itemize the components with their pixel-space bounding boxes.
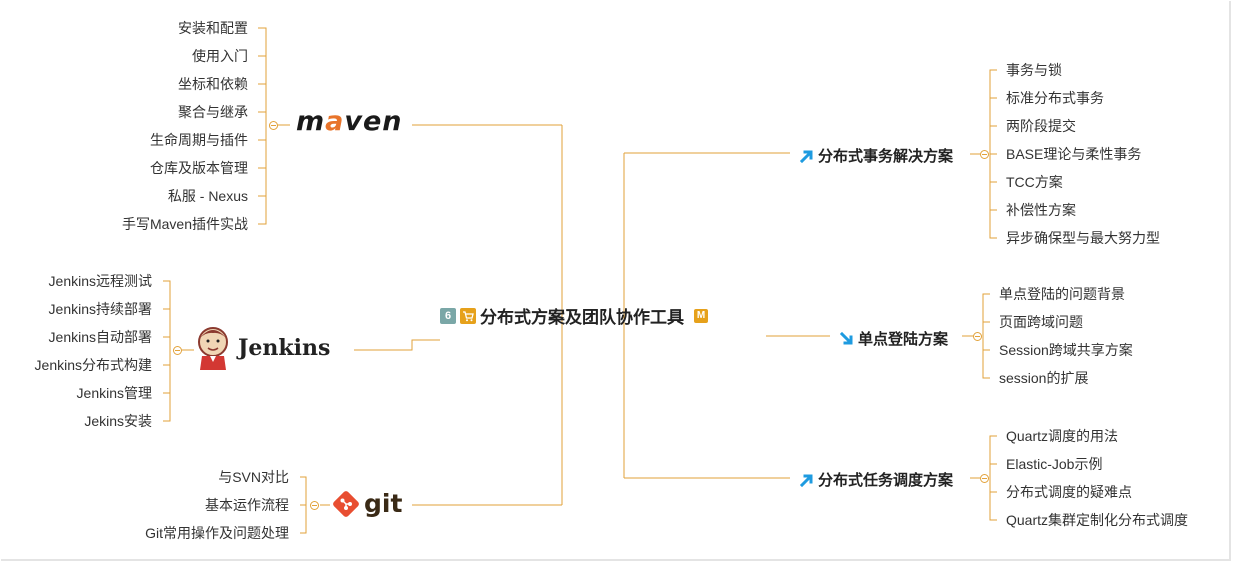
sched-collapse-icon[interactable] — [980, 474, 989, 483]
sched-item[interactable]: Elastic-Job示例 — [1006, 456, 1103, 472]
git-logo-text: git — [364, 489, 403, 518]
jenkins-item[interactable]: Jenkins远程测试 — [48, 273, 152, 289]
jenkins-butler-icon — [198, 327, 228, 370]
jenkins-item[interactable]: Jekins安装 — [84, 413, 152, 429]
maven-logo[interactable]: maven — [296, 106, 403, 137]
sched-item[interactable]: 分布式调度的疑难点 — [1006, 484, 1132, 500]
arrow-up-right-icon — [800, 150, 813, 163]
maven-logo-accent: a — [325, 106, 345, 137]
arrow-up-right-icon — [800, 474, 813, 487]
maven-item[interactable]: 手写Maven插件实战 — [121, 216, 248, 232]
center-topic[interactable]: 6 分布式方案及团队协作工具 M — [440, 303, 708, 328]
sched-title: 分布式任务调度方案 — [818, 472, 954, 489]
tx-item[interactable]: 标准分布式事务 — [1006, 90, 1104, 106]
number-badge-icon: 6 — [440, 307, 456, 324]
git-logo[interactable]: git — [332, 489, 402, 518]
sched-topic[interactable]: 分布式任务调度方案 — [800, 469, 953, 490]
tx-title: 分布式事务解决方案 — [818, 148, 954, 165]
m-marker-icon: M — [694, 308, 708, 323]
sso-topic[interactable]: 单点登陆方案 — [840, 328, 948, 349]
jenkins-logo-text: Jenkins — [238, 335, 331, 361]
maven-logo-suffix: ven — [344, 106, 403, 137]
git-item[interactable]: 基本运作流程 — [205, 497, 289, 513]
sso-item[interactable]: session的扩展 — [999, 370, 1089, 386]
sso-item[interactable]: Session跨域共享方案 — [999, 342, 1133, 358]
sso-item[interactable]: 页面跨域问题 — [999, 314, 1083, 330]
center-title: 分布式方案及团队协作工具 — [480, 308, 684, 327]
maven-collapse-icon[interactable] — [269, 121, 278, 130]
maven-item[interactable]: 坐标和依赖 — [178, 76, 248, 92]
tx-collapse-icon[interactable] — [980, 150, 989, 159]
jenkins-item[interactable]: Jenkins管理 — [76, 385, 152, 401]
tx-item[interactable]: BASE理论与柔性事务 — [1006, 146, 1142, 162]
tx-item[interactable]: 补偿性方案 — [1006, 202, 1076, 218]
jenkins-item[interactable]: Jenkins自动部署 — [48, 329, 152, 345]
sched-item[interactable]: Quartz集群定制化分布式调度 — [1006, 512, 1189, 528]
maven-item[interactable]: 安装和配置 — [178, 20, 248, 36]
maven-item[interactable]: 仓库及版本管理 — [150, 160, 248, 176]
git-item[interactable]: 与SVN对比 — [218, 469, 289, 485]
tx-item[interactable]: 事务与锁 — [1006, 62, 1062, 78]
sso-title: 单点登陆方案 — [858, 331, 949, 348]
maven-item[interactable]: 私服 - Nexus — [167, 188, 248, 204]
tx-item[interactable]: TCC方案 — [1006, 174, 1063, 190]
tx-item[interactable]: 两阶段提交 — [1006, 118, 1076, 134]
maven-logo-prefix: m — [296, 106, 326, 137]
maven-item[interactable]: 聚合与继承 — [178, 104, 248, 120]
maven-item[interactable]: 生命周期与插件 — [150, 132, 248, 148]
jenkins-logo[interactable]: Jenkins — [196, 326, 330, 370]
arrow-down-right-icon — [840, 331, 853, 344]
jenkins-item[interactable]: Jenkins持续部署 — [48, 301, 152, 317]
jenkins-item[interactable]: Jenkins分布式构建 — [34, 357, 152, 373]
jenkins-collapse-icon[interactable] — [173, 346, 182, 355]
maven-item[interactable]: 使用入门 — [192, 48, 248, 64]
cart-icon — [460, 307, 476, 324]
sso-item[interactable]: 单点登陆的问题背景 — [999, 286, 1125, 302]
tx-item[interactable]: 异步确保型与最大努力型 — [1006, 230, 1160, 246]
sso-collapse-icon[interactable] — [973, 332, 982, 341]
git-diamond-icon — [333, 490, 359, 517]
sched-item[interactable]: Quartz调度的用法 — [1006, 428, 1119, 444]
git-collapse-icon[interactable] — [310, 501, 319, 510]
git-item[interactable]: Git常用操作及问题处理 — [145, 525, 289, 541]
tx-topic[interactable]: 分布式事务解决方案 — [800, 145, 953, 166]
